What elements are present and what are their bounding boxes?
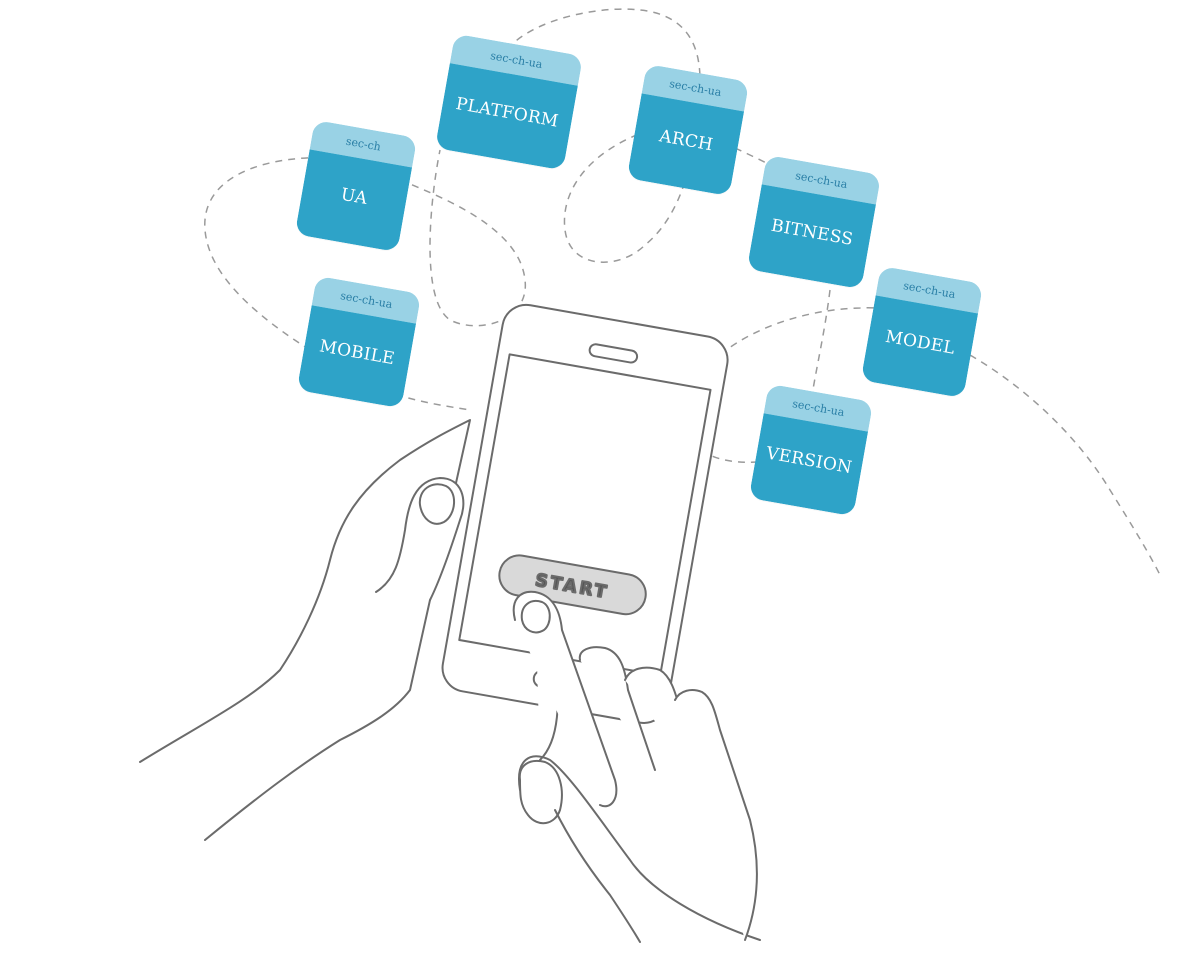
hint-card-arch: sec-ch-ua ARCH (626, 63, 750, 197)
right-index-nail (520, 600, 551, 634)
hint-card-label: UA (294, 149, 413, 253)
hint-card-bitness: sec-ch-ua BITNESS (746, 154, 882, 290)
connector-platform-arch (499, 8, 701, 81)
left-thumbnail (418, 483, 455, 525)
hint-card-label: MOBILE (296, 305, 417, 409)
hint-card-platform: sec-ch-ua PLATFORM (434, 33, 584, 171)
hint-card-model: sec-ch-ua MODEL (860, 265, 984, 399)
phone-and-hands: START (139, 303, 761, 943)
right-hand-lower (554, 809, 641, 943)
start-button-shape[interactable] (496, 552, 649, 617)
hint-card-mobile: sec-ch-ua MOBILE (296, 275, 422, 409)
connector-ua-platform (399, 149, 526, 327)
hint-card-label: ARCH (626, 93, 745, 197)
connector-ua-loop (204, 156, 471, 411)
left-hand (139, 419, 471, 841)
hint-card-ua: sec-ch UA (294, 119, 418, 253)
hint-card-label: VERSION (748, 413, 869, 517)
phone-speaker (588, 343, 639, 364)
connector-arch-loop (563, 129, 691, 263)
connector-bitness-version (811, 289, 831, 396)
right-pinky-finger (674, 689, 758, 941)
hint-card-version: sec-ch-ua VERSION (748, 383, 874, 517)
connector-model-curve (969, 354, 1161, 576)
right-thumb (518, 760, 563, 825)
hint-card-label: MODEL (860, 295, 979, 399)
right-index-finger (512, 590, 618, 808)
